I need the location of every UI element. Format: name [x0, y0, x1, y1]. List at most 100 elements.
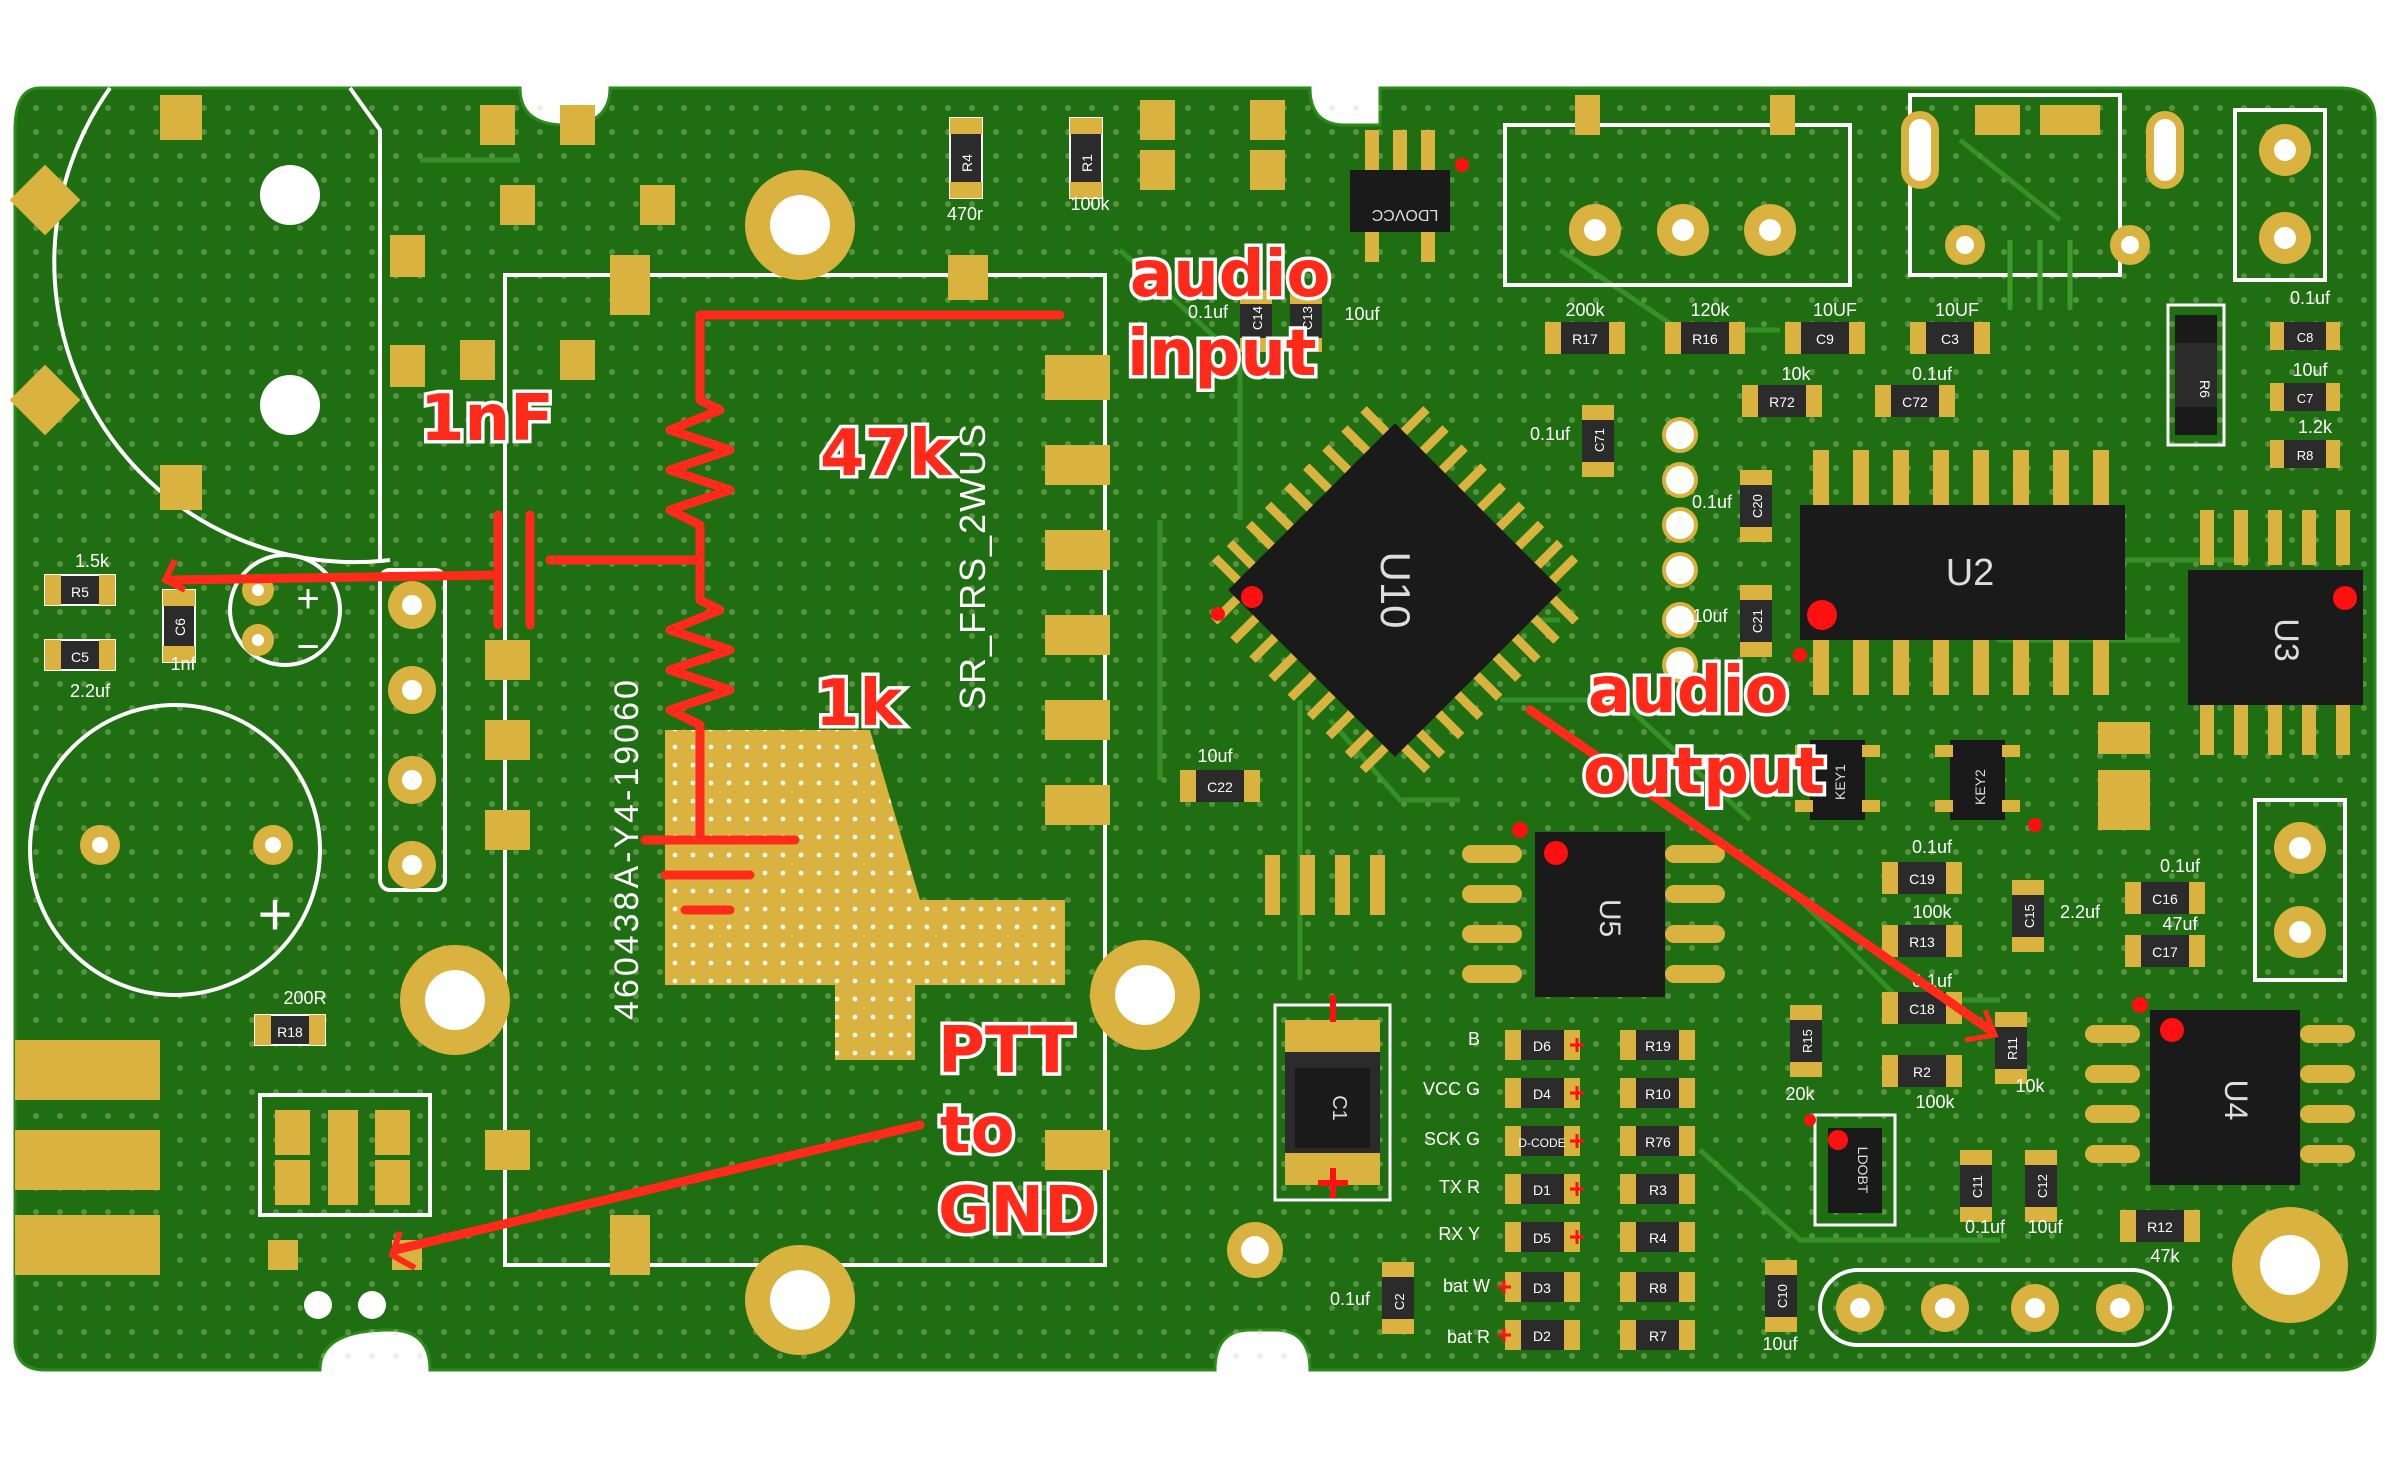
- arrow-ptt: [388, 1231, 417, 1271]
- c20-ref: C20: [1750, 494, 1765, 518]
- led-row-1: VCC G D4 R10: [1423, 1078, 1695, 1108]
- module-model-label: SR_FRS_2WUS: [952, 422, 993, 710]
- u3-ic: U3: [2188, 510, 2363, 755]
- c2: C2 0.1uf: [1330, 1262, 1414, 1334]
- led-row-diode: D5: [1533, 1230, 1551, 1246]
- c20-value: 0.1uf: [1692, 492, 1733, 512]
- r18-resistor: R18 200R: [254, 988, 327, 1046]
- led-row-label: bat R: [1447, 1327, 1490, 1347]
- cap-plus-label: +: [296, 577, 319, 621]
- led-row-label: bat W: [1443, 1276, 1490, 1296]
- arrow-to-c6: [160, 558, 187, 593]
- c5-ref: C5: [71, 649, 89, 665]
- c3-ref: C3: [1941, 331, 1959, 347]
- mounting-hole-bottom-right-small: [1227, 1222, 1283, 1278]
- c11-value: 0.1uf: [1965, 1217, 2006, 1237]
- c2-ref: C2: [1392, 1293, 1407, 1310]
- c6-value: 1nf: [170, 654, 196, 674]
- c19-value: 0.1uf: [1912, 837, 1953, 857]
- passives-mid-right: C19 0.1uf R13 100k C15 2.2uf C16 0.1uf C…: [1785, 837, 2205, 1112]
- led-row-diode: D4: [1533, 1086, 1551, 1102]
- u2-ic: U2: [1793, 450, 2125, 695]
- r5-resistor: R5 1.5k: [44, 551, 116, 606]
- c14-c13: C14 0.1uf C13 10uf: [1188, 290, 1381, 352]
- led-indicator-rows: B D6 R19 VCC G D4 R10 SCK G D-CODE R76 T…: [1423, 1029, 1695, 1350]
- header-2pin-right: [2098, 722, 2347, 982]
- led-row-2: SCK G D-CODE R76: [1424, 1126, 1695, 1156]
- led-row-diode: D-CODE: [1518, 1136, 1565, 1150]
- c1-tantalum: C1: [1273, 995, 1392, 1202]
- c19-ref: C19: [1909, 871, 1935, 887]
- annotation-ptt-line1: PTT: [938, 1014, 1074, 1088]
- led-row-res: R4: [1649, 1230, 1667, 1246]
- ldovcc-label: LDOVCC: [1372, 206, 1439, 223]
- led-row-res: R8: [1649, 1280, 1667, 1296]
- r72-value: 10k: [1781, 364, 1811, 384]
- r1-value: 100k: [1070, 194, 1110, 214]
- mounting-hole-bottom-right: [2232, 1207, 2348, 1323]
- led-row-res: R7: [1649, 1328, 1667, 1344]
- r15-ref: R15: [1800, 1029, 1815, 1053]
- trace-layer: [420, 138, 2250, 1243]
- annotation-audio-input-line2: input: [1127, 317, 1316, 391]
- led-row-label: B: [1468, 1029, 1480, 1049]
- c72-value: 0.1uf: [1912, 364, 1953, 384]
- led-row-6: bat R D2 R7: [1447, 1320, 1695, 1350]
- c6-ref: C6: [172, 618, 188, 636]
- annotation-audio-output-line1: audio: [1588, 654, 1788, 728]
- c22-ref: C22: [1207, 779, 1233, 795]
- annotation-47k: 47k: [820, 417, 953, 491]
- u2-label: U2: [1946, 552, 1995, 594]
- c71-value: 0.1uf: [1530, 424, 1571, 444]
- cap-minus-label: −: [296, 625, 319, 669]
- r6-ref: R6: [2197, 380, 2213, 398]
- c13-value: 10uf: [1344, 304, 1380, 324]
- header-4pin-left: [378, 568, 447, 892]
- led-row-res: R19: [1645, 1038, 1671, 1054]
- u10-mcu: U10: [1211, 406, 1579, 774]
- led-row-label: VCC G: [1423, 1079, 1480, 1099]
- r12: R12 47k: [2120, 1210, 2200, 1266]
- r8b-value: 1.2k: [2298, 417, 2333, 437]
- rf-module: 460438A-Y4-19060 SR_FRS_2WUS: [400, 170, 1200, 1355]
- c15-value: 2.2uf: [2060, 902, 2101, 922]
- c17-value: 47uf: [2162, 914, 2198, 934]
- u4-label: U4: [2218, 1080, 2254, 1121]
- c13-ref: C13: [1300, 306, 1315, 330]
- annotation-ptt-line2: to: [940, 1094, 1015, 1168]
- passives-top-row: R17 200k R16 120k C9 10UF C3 10UF R72 10…: [1530, 300, 1990, 477]
- c9-value: 10UF: [1813, 300, 1857, 320]
- r5-value: 1.5k: [75, 551, 110, 571]
- r17-ref: R17: [1572, 331, 1598, 347]
- r72-ref: R72: [1769, 394, 1795, 410]
- led-row-res: R10: [1645, 1086, 1671, 1102]
- c10-value: 10uf: [1762, 1334, 1798, 1354]
- c2-value: 0.1uf: [1330, 1289, 1371, 1309]
- c8-value: 0.1uf: [2290, 288, 2331, 308]
- c18-ref: C18: [1909, 1001, 1935, 1017]
- u4-ic: U4: [2085, 997, 2355, 1185]
- module-part-number: 460438A-Y4-19060: [608, 677, 646, 1020]
- r13-value: 100k: [1912, 902, 1952, 922]
- led-row-4: RX Y D5 R4: [1438, 1222, 1695, 1252]
- led-row-label: SCK G: [1424, 1129, 1480, 1149]
- r8b-ref: R8: [2297, 448, 2314, 463]
- led-row-label: RX Y: [1438, 1224, 1480, 1244]
- arrow-audio-output: [1964, 1009, 1999, 1043]
- c72-ref: C72: [1902, 394, 1928, 410]
- r17-value: 200k: [1565, 300, 1605, 320]
- c16-ref: C16: [2152, 891, 2178, 907]
- c6-capacitor: C6 1nf: [162, 589, 197, 674]
- c3-value: 10UF: [1935, 300, 1979, 320]
- led-row-5: bat W D3 R8: [1443, 1272, 1695, 1302]
- led-row-diode: D1: [1533, 1182, 1551, 1198]
- led-row-res: R3: [1649, 1182, 1667, 1198]
- led-row-0: B D6 R19: [1468, 1029, 1695, 1060]
- annotation-audio-output-line2: output: [1583, 735, 1825, 809]
- r1-ref: R1: [1079, 154, 1095, 172]
- c14-value: 0.1uf: [1188, 302, 1229, 322]
- r2-ref: R2: [1913, 1064, 1931, 1080]
- u10-pin1-marker: [1241, 586, 1263, 608]
- c21-ref: C21: [1750, 609, 1765, 633]
